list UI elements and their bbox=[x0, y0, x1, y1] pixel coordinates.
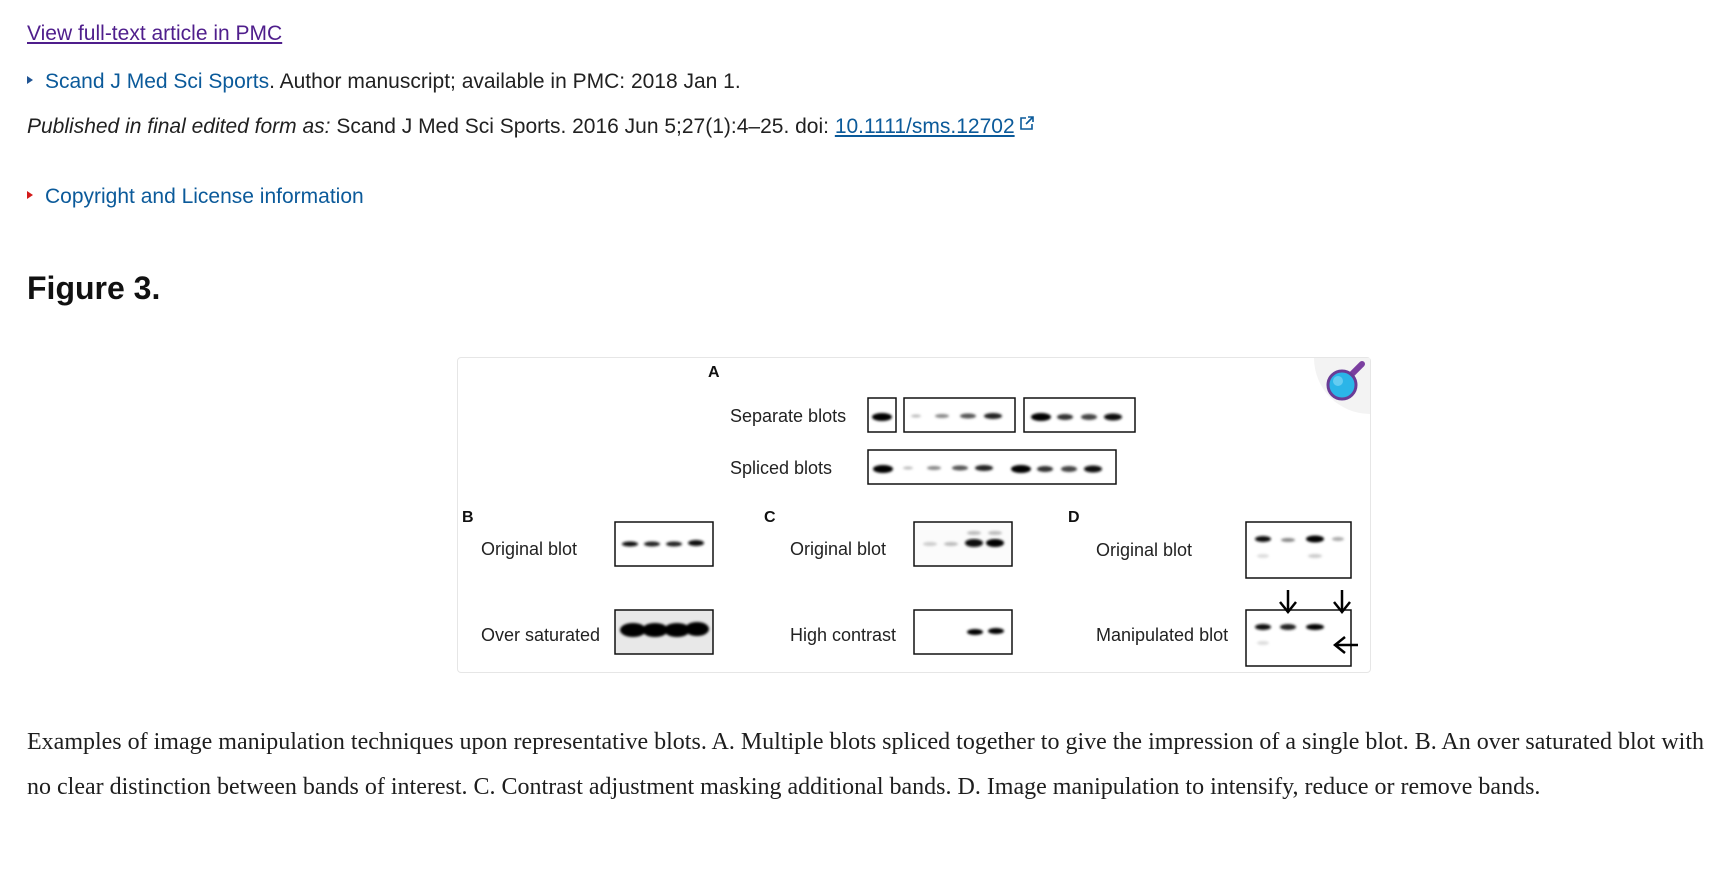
spliced-blots-image bbox=[867, 449, 1117, 485]
panel-d-label-original: Original blot bbox=[1096, 540, 1192, 560]
panel-a-label-separate: Separate blots bbox=[730, 406, 846, 426]
published-label: Published in final edited form as: bbox=[27, 115, 331, 138]
panel-b-label-original: Original blot bbox=[481, 539, 577, 559]
down-arrow-icon bbox=[1333, 590, 1351, 615]
published-citation: Scand J Med Sci Sports. 2016 Jun 5;27(1)… bbox=[330, 115, 835, 138]
separate-blots-image bbox=[867, 397, 1136, 433]
journal-link[interactable]: Scand J Med Sci Sports bbox=[45, 70, 270, 93]
panel-c-label-contrast: High contrast bbox=[790, 625, 896, 645]
original-blot-d-image bbox=[1245, 521, 1352, 579]
expand-triangle-icon[interactable] bbox=[27, 76, 33, 85]
external-link-icon[interactable] bbox=[1019, 113, 1035, 137]
figure-image[interactable]: A Separate blots Spliced blots bbox=[457, 357, 1371, 673]
expand-triangle-icon[interactable] bbox=[27, 191, 33, 200]
original-blot-b-image bbox=[614, 521, 714, 567]
panel-b-letter: B bbox=[462, 509, 474, 526]
zoom-button[interactable] bbox=[1314, 358, 1370, 414]
copyright-license-link[interactable]: Copyright and License information bbox=[45, 185, 364, 208]
panel-c-letter: C bbox=[764, 509, 776, 526]
panel-a-letter: A bbox=[708, 364, 720, 381]
magnifier-icon bbox=[1326, 361, 1365, 401]
panel-c-label-original: Original blot bbox=[790, 539, 886, 559]
blot-figure-drawing: A Separate blots Spliced blots bbox=[462, 364, 1358, 667]
panel-a-label-spliced: Spliced blots bbox=[730, 458, 832, 478]
journal-availability-text: . Author manuscript; available in PMC: 2… bbox=[269, 70, 741, 93]
left-arrow-icon bbox=[1332, 636, 1358, 654]
original-blot-c-image bbox=[913, 521, 1013, 567]
down-arrow-icon bbox=[1279, 590, 1297, 615]
view-full-text-link[interactable]: View full-text article in PMC bbox=[27, 22, 283, 45]
over-saturated-blot-image bbox=[614, 609, 714, 655]
figure-heading: Figure 3. bbox=[27, 270, 161, 306]
published-line: Published in final edited form as: Scand… bbox=[27, 115, 1035, 139]
figure-caption: Examples of image manipulation technique… bbox=[27, 729, 1705, 800]
doi-link[interactable]: 10.1111/sms.12702 bbox=[834, 115, 1015, 138]
copyright-line: Copyright and License information bbox=[27, 185, 364, 209]
panel-b-label-saturated: Over saturated bbox=[481, 625, 600, 645]
high-contrast-blot-image bbox=[913, 609, 1013, 655]
panel-d-letter: D bbox=[1068, 509, 1080, 526]
panel-d-label-manipulated: Manipulated blot bbox=[1096, 625, 1228, 645]
manipulated-blot-d-image bbox=[1245, 590, 1358, 667]
journal-line: Scand J Med Sci Sports. Author manuscrip… bbox=[27, 70, 741, 94]
